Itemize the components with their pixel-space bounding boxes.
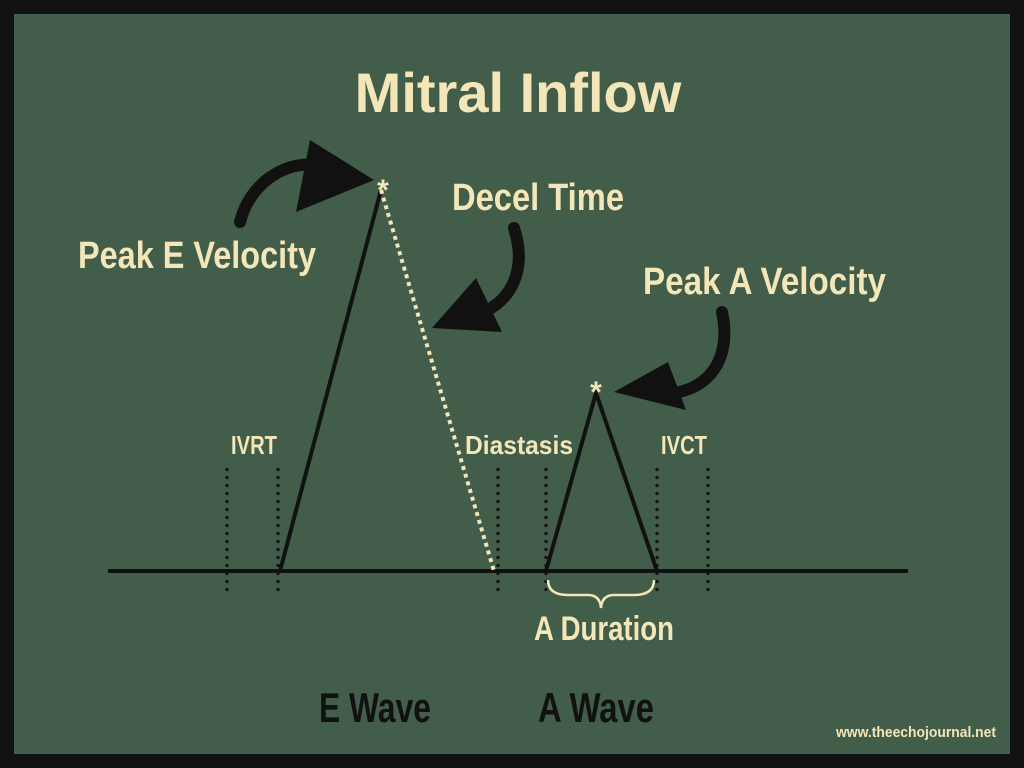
a-duration-brace bbox=[546, 579, 656, 609]
peak-e-arrow-icon bbox=[234, 140, 374, 228]
e-wave-label: E Wave bbox=[319, 684, 431, 731]
peak-a-velocity-label: Peak A Velocity bbox=[643, 261, 886, 303]
peak-a-marker: * bbox=[590, 376, 602, 409]
a-duration-label: A Duration bbox=[534, 610, 674, 648]
diagram-title: Mitral Inflow bbox=[355, 61, 682, 124]
deceleration-slope bbox=[379, 189, 496, 572]
website-link[interactable]: www.theechojournal.net bbox=[835, 724, 996, 741]
interval-markers bbox=[225, 468, 710, 592]
diagram-panel bbox=[14, 14, 1010, 754]
a-wave-label: A Wave bbox=[538, 684, 654, 731]
peak-e-marker: * bbox=[377, 174, 389, 207]
peak-e-velocity-label: Peak E Velocity bbox=[78, 235, 316, 277]
diastasis-label: Diastasis bbox=[465, 430, 573, 460]
a-wave-triangle bbox=[544, 386, 659, 572]
peak-a-arrow-icon bbox=[614, 306, 731, 410]
e-wave-upstroke bbox=[278, 189, 383, 572]
decel-time-label: Decel Time bbox=[452, 177, 624, 219]
ivrt-label: IVRT bbox=[231, 430, 277, 460]
decel-time-arrow-icon bbox=[432, 222, 525, 332]
ivct-label: IVCT bbox=[661, 430, 707, 460]
